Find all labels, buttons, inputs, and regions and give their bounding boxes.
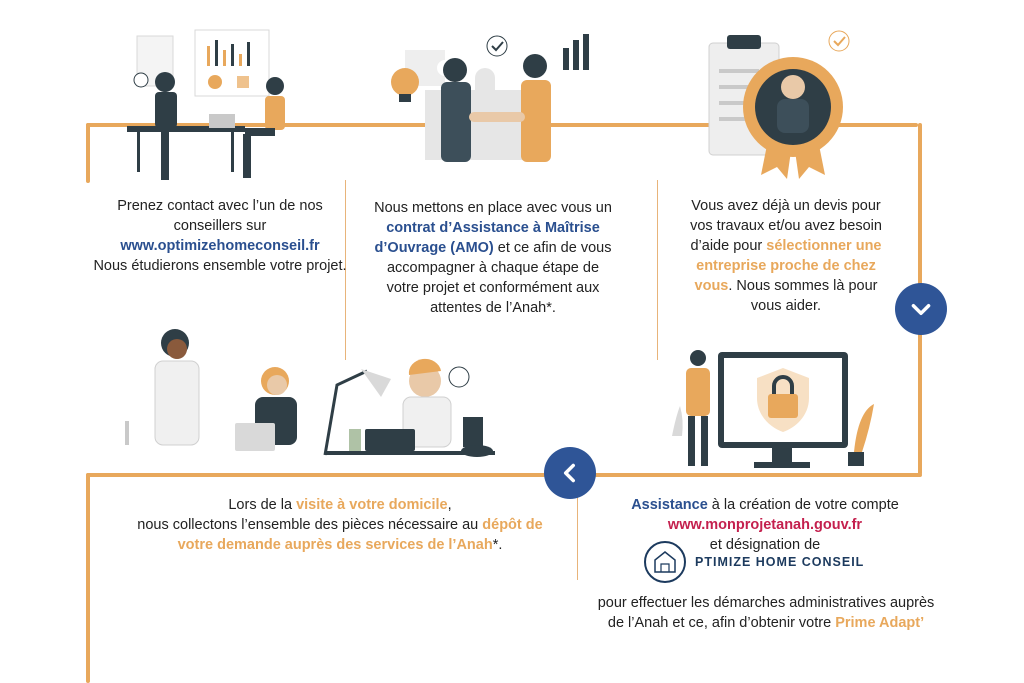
step2-highlight2: d’Ouvrage (AMO) (374, 240, 494, 256)
step5-pre: Lors de la (228, 497, 297, 513)
step2-post2: accompagner à chaque étape de (386, 260, 600, 276)
monprojetanah-link[interactable]: www.monprojetanah.gouv.fr (667, 517, 863, 533)
step1-line1: Prenez contact avec l’un de nos (117, 198, 323, 214)
step5-highlight1: visite à votre domicile (296, 497, 448, 513)
step4-line3: pour effectuer les démarches administrat… (597, 595, 935, 611)
step4-line4: de l’Anah et ce, afin d’obtenir votre (607, 615, 836, 631)
step1-line3: Nous étudierons ensemble votre projet. (93, 258, 347, 274)
step2-text: Nous mettons en place avec vous un contr… (352, 198, 634, 318)
step5-text: Lors de la visite à votre domicile, nous… (110, 495, 570, 555)
house-logo-icon (644, 541, 686, 583)
divider-2 (657, 180, 658, 360)
step4-highlight2: Prime Adapt’ (835, 615, 925, 631)
step2-post3: votre projet et conformément aux (386, 280, 600, 296)
step4-line1: à la création de votre compte (707, 497, 899, 513)
step3-post2: vous aider. (750, 298, 822, 314)
step1-text: Prenez contact avec l’un de nos conseill… (70, 196, 370, 276)
step2-post1: et ce afin de vous (493, 240, 612, 256)
chevron-left-icon (563, 463, 575, 483)
step3-text: Vous avez déjà un devis pour vos travaux… (666, 196, 906, 316)
step2-pre: Nous mettons en place avec vous un (374, 200, 612, 216)
team-illustration (125, 329, 495, 457)
step4-text-bottom: pour effectuer les démarches administrat… (570, 593, 962, 633)
step5-highlight2: dépôt de (482, 517, 543, 533)
step5-post: *. (492, 537, 503, 553)
step1-line2: conseillers sur (173, 218, 267, 234)
path-left-bottom-vertical (86, 473, 90, 683)
divider-1 (345, 180, 346, 360)
step5-highlight3: votre demande auprès des services de l’A… (177, 537, 493, 553)
security-illustration (672, 350, 874, 468)
divider-3 (577, 490, 578, 580)
optimizehomeconseil-link[interactable]: www.optimizehomeconseil.fr (120, 238, 320, 254)
step2-highlight1: contrat d’Assistance à Maîtrise (386, 220, 600, 236)
path-left-top-vertical (86, 123, 90, 183)
step4-text-top: Assistance à la création de votre compte… (590, 495, 940, 555)
chevron-down-icon (911, 304, 931, 316)
next-step-down-button[interactable] (895, 283, 947, 335)
step3-line2: vos travaux et/ou avez besoin (690, 218, 882, 234)
award-illustration (708, 30, 850, 179)
optimize-home-conseil-logo: PTIMIZE HOME CONSEIL (643, 540, 864, 584)
step3-highlight1: sélectionner une (766, 238, 882, 254)
step4-highlight: Assistance (631, 497, 708, 513)
meeting-illustration (127, 29, 285, 180)
logo-text: PTIMIZE HOME CONSEIL (695, 555, 865, 569)
step2-post4: attentes de l’Anah*. (430, 300, 556, 316)
step3-line3: d’aide pour (690, 238, 767, 254)
handshake-illustration (391, 34, 589, 162)
next-step-left-button[interactable] (544, 447, 596, 499)
step5-line2: nous collectons l’ensemble des pièces né… (137, 517, 483, 533)
step3-line1: Vous avez déjà un devis pour (691, 198, 881, 214)
path-bottom-line (86, 473, 922, 477)
step4-line2: et désignation de (709, 537, 821, 553)
step3-post1: . Nous sommes là pour (728, 278, 878, 294)
step3-highlight3: vous (694, 278, 729, 294)
step3-highlight2: entreprise proche de chez (696, 258, 876, 274)
step5-comma: , (447, 497, 452, 513)
